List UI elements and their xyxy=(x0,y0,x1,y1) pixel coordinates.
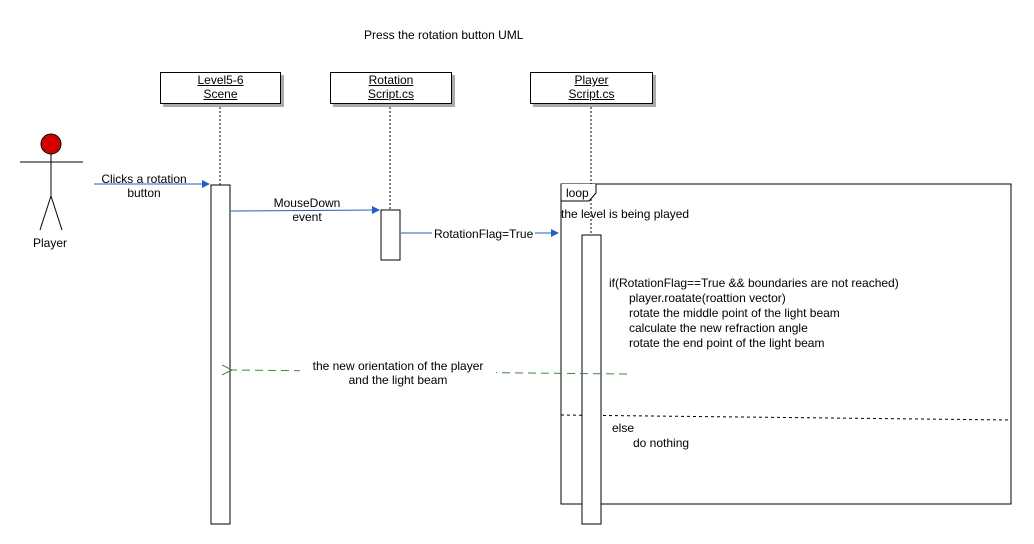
loop-body-line-3: calculate the new refraction angle xyxy=(629,321,808,335)
loop-fragment-frame xyxy=(560,183,1012,505)
loop-body-line-2: rotate the middle point of the light bea… xyxy=(629,306,840,320)
actor-leg-right xyxy=(50,195,63,231)
activation-scene xyxy=(210,184,231,525)
message-clicks-line1: Clicks a rotation xyxy=(101,172,187,186)
activation-rotation xyxy=(380,209,401,261)
lifeline-header-scene: Level5-6 Scene xyxy=(160,72,281,104)
message-clicks-label: Clicks a rotation button xyxy=(98,172,190,200)
actor-figure xyxy=(20,133,83,231)
message-return-line1: the new orientation of the player xyxy=(312,359,484,373)
lifeline-header-player: Player Script.cs xyxy=(530,72,653,104)
actor-label: Player xyxy=(33,236,68,250)
activation-player xyxy=(581,234,602,525)
message-mousedown-line2: event xyxy=(292,210,322,224)
message-rotationflag-label: RotationFlag=True xyxy=(432,227,536,241)
message-return-line2: and the light beam xyxy=(348,373,448,387)
loop-else-divider xyxy=(560,414,1012,421)
lifeline-header-player-line1: Player xyxy=(574,73,609,87)
actor-leg-left xyxy=(39,195,52,231)
diagram-title: Press the rotation button UML xyxy=(364,28,524,42)
lifeline-header-rotation-line1: Rotation xyxy=(368,73,414,87)
lifeline-header-scene-line2: Scene xyxy=(203,87,238,101)
loop-else-body: do nothing xyxy=(633,436,690,450)
message-clicks-line2: button xyxy=(127,186,161,200)
loop-fragment-tab xyxy=(560,184,597,202)
lifeline-header-player-line2: Script.cs xyxy=(568,87,615,101)
lifeline-header-rotation-line2: Script.cs xyxy=(367,87,414,101)
loop-else-label: else xyxy=(612,421,635,435)
loop-body-line-4: rotate the end point of the light beam xyxy=(629,336,825,350)
message-mousedown-line1: MouseDown xyxy=(273,196,341,210)
loop-fragment-guard: the level is being played xyxy=(561,207,690,221)
actor-head xyxy=(40,133,62,155)
loop-body-line-1: player.roatate(roattion vector) xyxy=(629,291,786,305)
message-mousedown-label: MouseDown event xyxy=(265,196,349,224)
loop-body-condition: if(RotationFlag==True && boundaries are … xyxy=(609,276,899,290)
message-mousedown-arrow xyxy=(230,206,380,215)
loop-fragment-label: loop xyxy=(566,186,589,200)
message-return-label: the new orientation of the player and th… xyxy=(300,359,496,387)
lifeline-header-rotation: Rotation Script.cs xyxy=(330,72,452,104)
lifeline-header-scene-line1: Level5-6 xyxy=(197,73,244,87)
